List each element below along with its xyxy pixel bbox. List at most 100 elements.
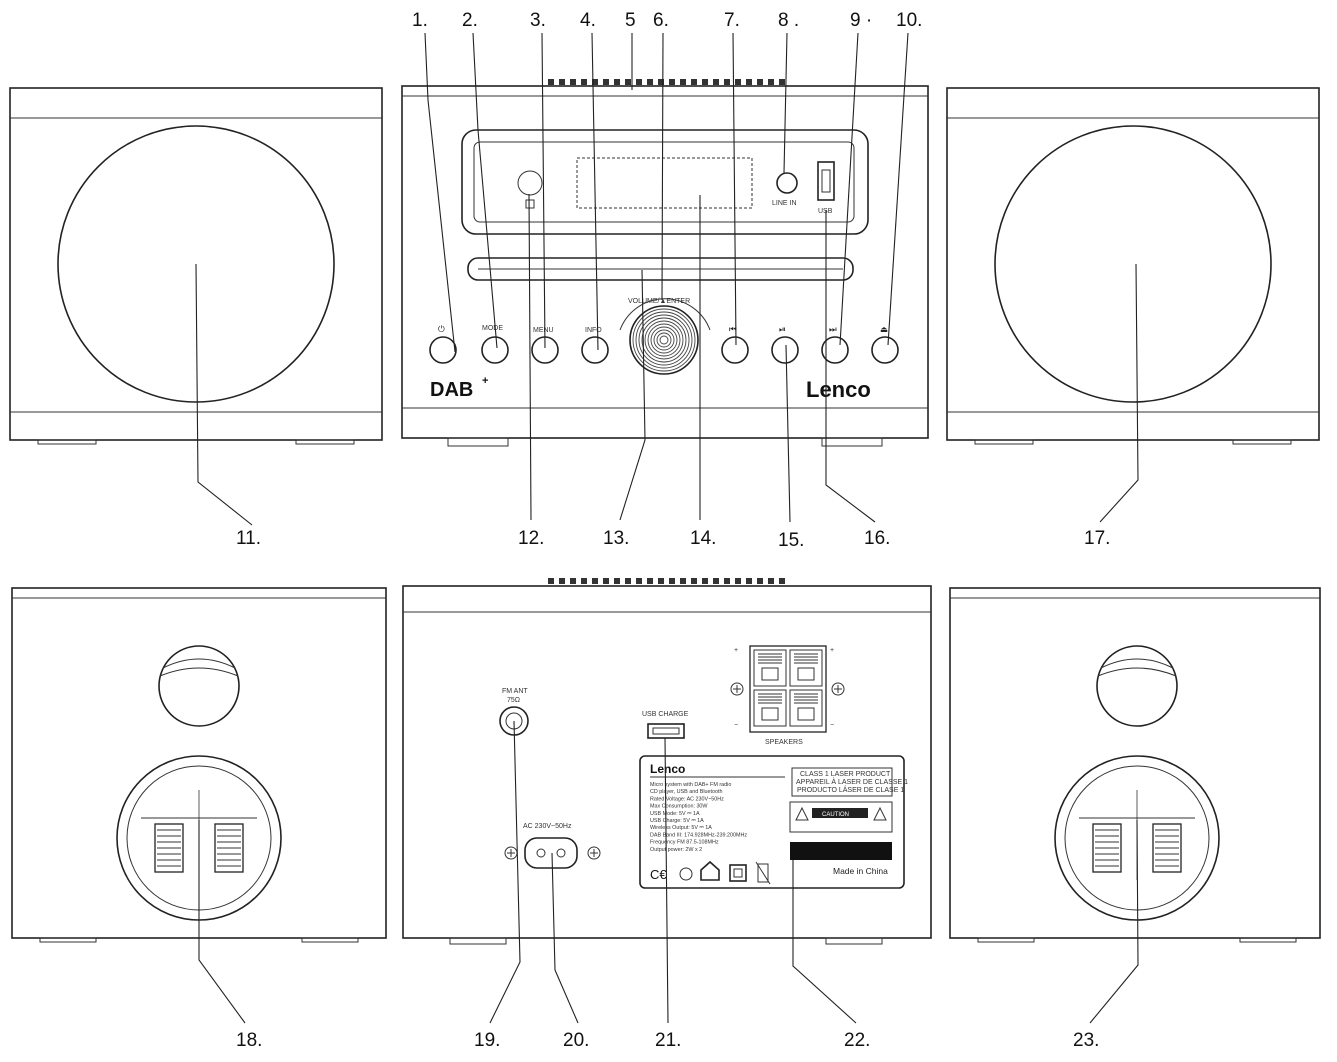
left-speaker-front xyxy=(9,87,383,445)
rating-spec-line: USB Charge: 5V ⎓ 1A xyxy=(650,818,704,824)
vent-slot xyxy=(658,79,664,85)
vent-slot xyxy=(592,79,598,85)
minus-sign: − xyxy=(734,722,738,729)
vent-slot xyxy=(636,79,642,85)
next-button[interactable] xyxy=(821,336,849,364)
callout-12: 12. xyxy=(518,528,544,549)
laser-class-line: APPAREIL À LASER DE CLASSE 1 xyxy=(796,777,908,786)
usb-port[interactable] xyxy=(817,161,835,201)
vent-slot xyxy=(592,578,598,584)
vent-slot xyxy=(757,578,763,584)
vent-slot xyxy=(614,578,620,584)
recycle-icon xyxy=(679,867,693,881)
callout-19: 19. xyxy=(474,1030,500,1051)
rating-spec-line: CD player, USB and Bluetooth xyxy=(650,789,723,795)
minus-sign: − xyxy=(830,722,834,729)
vent-slot xyxy=(768,79,774,85)
vent-slot xyxy=(691,79,697,85)
eject-button[interactable] xyxy=(871,336,899,364)
lcd-display xyxy=(576,157,753,209)
vent-slot xyxy=(603,79,609,85)
callout-8: 8 . xyxy=(778,10,799,31)
vent-slot xyxy=(658,578,664,584)
vent-slot xyxy=(548,79,554,85)
callout-2: 2. xyxy=(462,10,478,31)
cd-slot xyxy=(467,257,854,281)
ir-sensor xyxy=(517,170,543,196)
vent-slot xyxy=(548,578,554,584)
rating-label: Lenco Micro system with DAB+ FM radioCD … xyxy=(639,755,908,889)
vent-slot xyxy=(647,79,653,85)
ac-power-inlet[interactable] xyxy=(524,837,578,869)
vent-slot xyxy=(581,578,587,584)
double-insulation-icon xyxy=(729,864,747,882)
right-speaker-rear xyxy=(949,587,1321,943)
laser-class-line: PRODUCTO LÁSER DE CLASE 1 xyxy=(797,785,904,794)
left-speaker-rear xyxy=(11,587,387,943)
rating-spec-line: Rated Voltage: AC 230V~50Hz xyxy=(650,796,724,802)
power-button[interactable] xyxy=(429,336,457,364)
vent-slot xyxy=(680,79,686,85)
rating-spec-line: Frequency FM 87.5-108MHz xyxy=(650,840,719,846)
callout-15: 15. xyxy=(778,530,804,551)
vent-slot xyxy=(669,578,675,584)
callout-21: 21. xyxy=(655,1030,681,1051)
display-window xyxy=(461,129,869,235)
mode-button[interactable] xyxy=(481,336,509,364)
vent-slot xyxy=(570,578,576,584)
screw-icon xyxy=(730,682,744,696)
callout-leaders xyxy=(195,32,1139,1024)
indoor-use-icon xyxy=(700,860,720,881)
screw-icon xyxy=(587,846,601,860)
callout-16: 16. xyxy=(864,528,890,549)
rating-spec-line: Wireless Output: 5V ⎓ 1A xyxy=(650,825,712,831)
callout-7: 7. xyxy=(724,10,740,31)
vent-slot xyxy=(746,578,752,584)
made-in-china: Made in China xyxy=(833,866,888,876)
play-pause-button[interactable] xyxy=(771,336,799,364)
rating-spec-line: USB Mode: 5V ⎓ 1A xyxy=(650,811,700,817)
previous-icon: ⏮ xyxy=(729,324,737,334)
speaker-terminals[interactable] xyxy=(1079,790,1195,880)
speakers-label: SPEAKERS xyxy=(765,739,803,746)
vent-slot xyxy=(724,578,730,584)
play-pause-icon: ⏯ xyxy=(779,324,786,334)
barcode-block xyxy=(790,842,892,860)
weee-bin-icon xyxy=(757,863,769,883)
callout-9: 9 · xyxy=(850,10,872,31)
callout-5: 5 xyxy=(625,10,636,31)
vent-slot xyxy=(614,79,620,85)
rating-spec-line: Max Consumption: 30W xyxy=(650,804,708,810)
caution-text: CAUTION xyxy=(822,812,849,818)
speaker-output-terminals[interactable] xyxy=(749,645,827,733)
ce-mark-icon: C€ xyxy=(650,867,667,882)
mode-label: MODE xyxy=(482,325,503,332)
dab-plus-mark: + xyxy=(482,375,488,387)
line-in-jack[interactable] xyxy=(776,172,798,194)
previous-button[interactable] xyxy=(721,336,749,364)
callout-numbers: 1. 2. 3. 4. 5 6. 7. 8 . 9 · 10. 11. 12. … xyxy=(236,10,1110,1051)
screw-icon xyxy=(831,682,845,696)
vent-slot xyxy=(559,79,565,85)
info-button[interactable] xyxy=(581,336,609,364)
vent-slot xyxy=(625,79,631,85)
callout-3: 3. xyxy=(530,10,546,31)
vent-slot xyxy=(647,578,653,584)
callout-22: 22. xyxy=(844,1030,870,1051)
plus-sign: + xyxy=(734,647,738,654)
fm-antenna-label: FM ANT xyxy=(502,688,528,695)
usb-label: USB xyxy=(818,208,833,215)
callout-20: 20. xyxy=(563,1030,589,1051)
volume-enter-knob[interactable] xyxy=(619,298,711,375)
eject-icon: ⏏ xyxy=(880,324,888,334)
vent-slot xyxy=(691,578,697,584)
callout-1: 1. xyxy=(412,10,428,31)
menu-label: MENU xyxy=(533,327,554,334)
usb-charge-port[interactable] xyxy=(647,723,685,739)
vent-slot xyxy=(559,578,565,584)
main-unit-front: LINE IN USB ⏻ MODE MENU INFO VOLUME/▲ENT… xyxy=(401,79,929,447)
bass-reflex-port xyxy=(158,645,240,727)
callout-4: 4. xyxy=(580,10,596,31)
warning-icon xyxy=(873,806,887,821)
